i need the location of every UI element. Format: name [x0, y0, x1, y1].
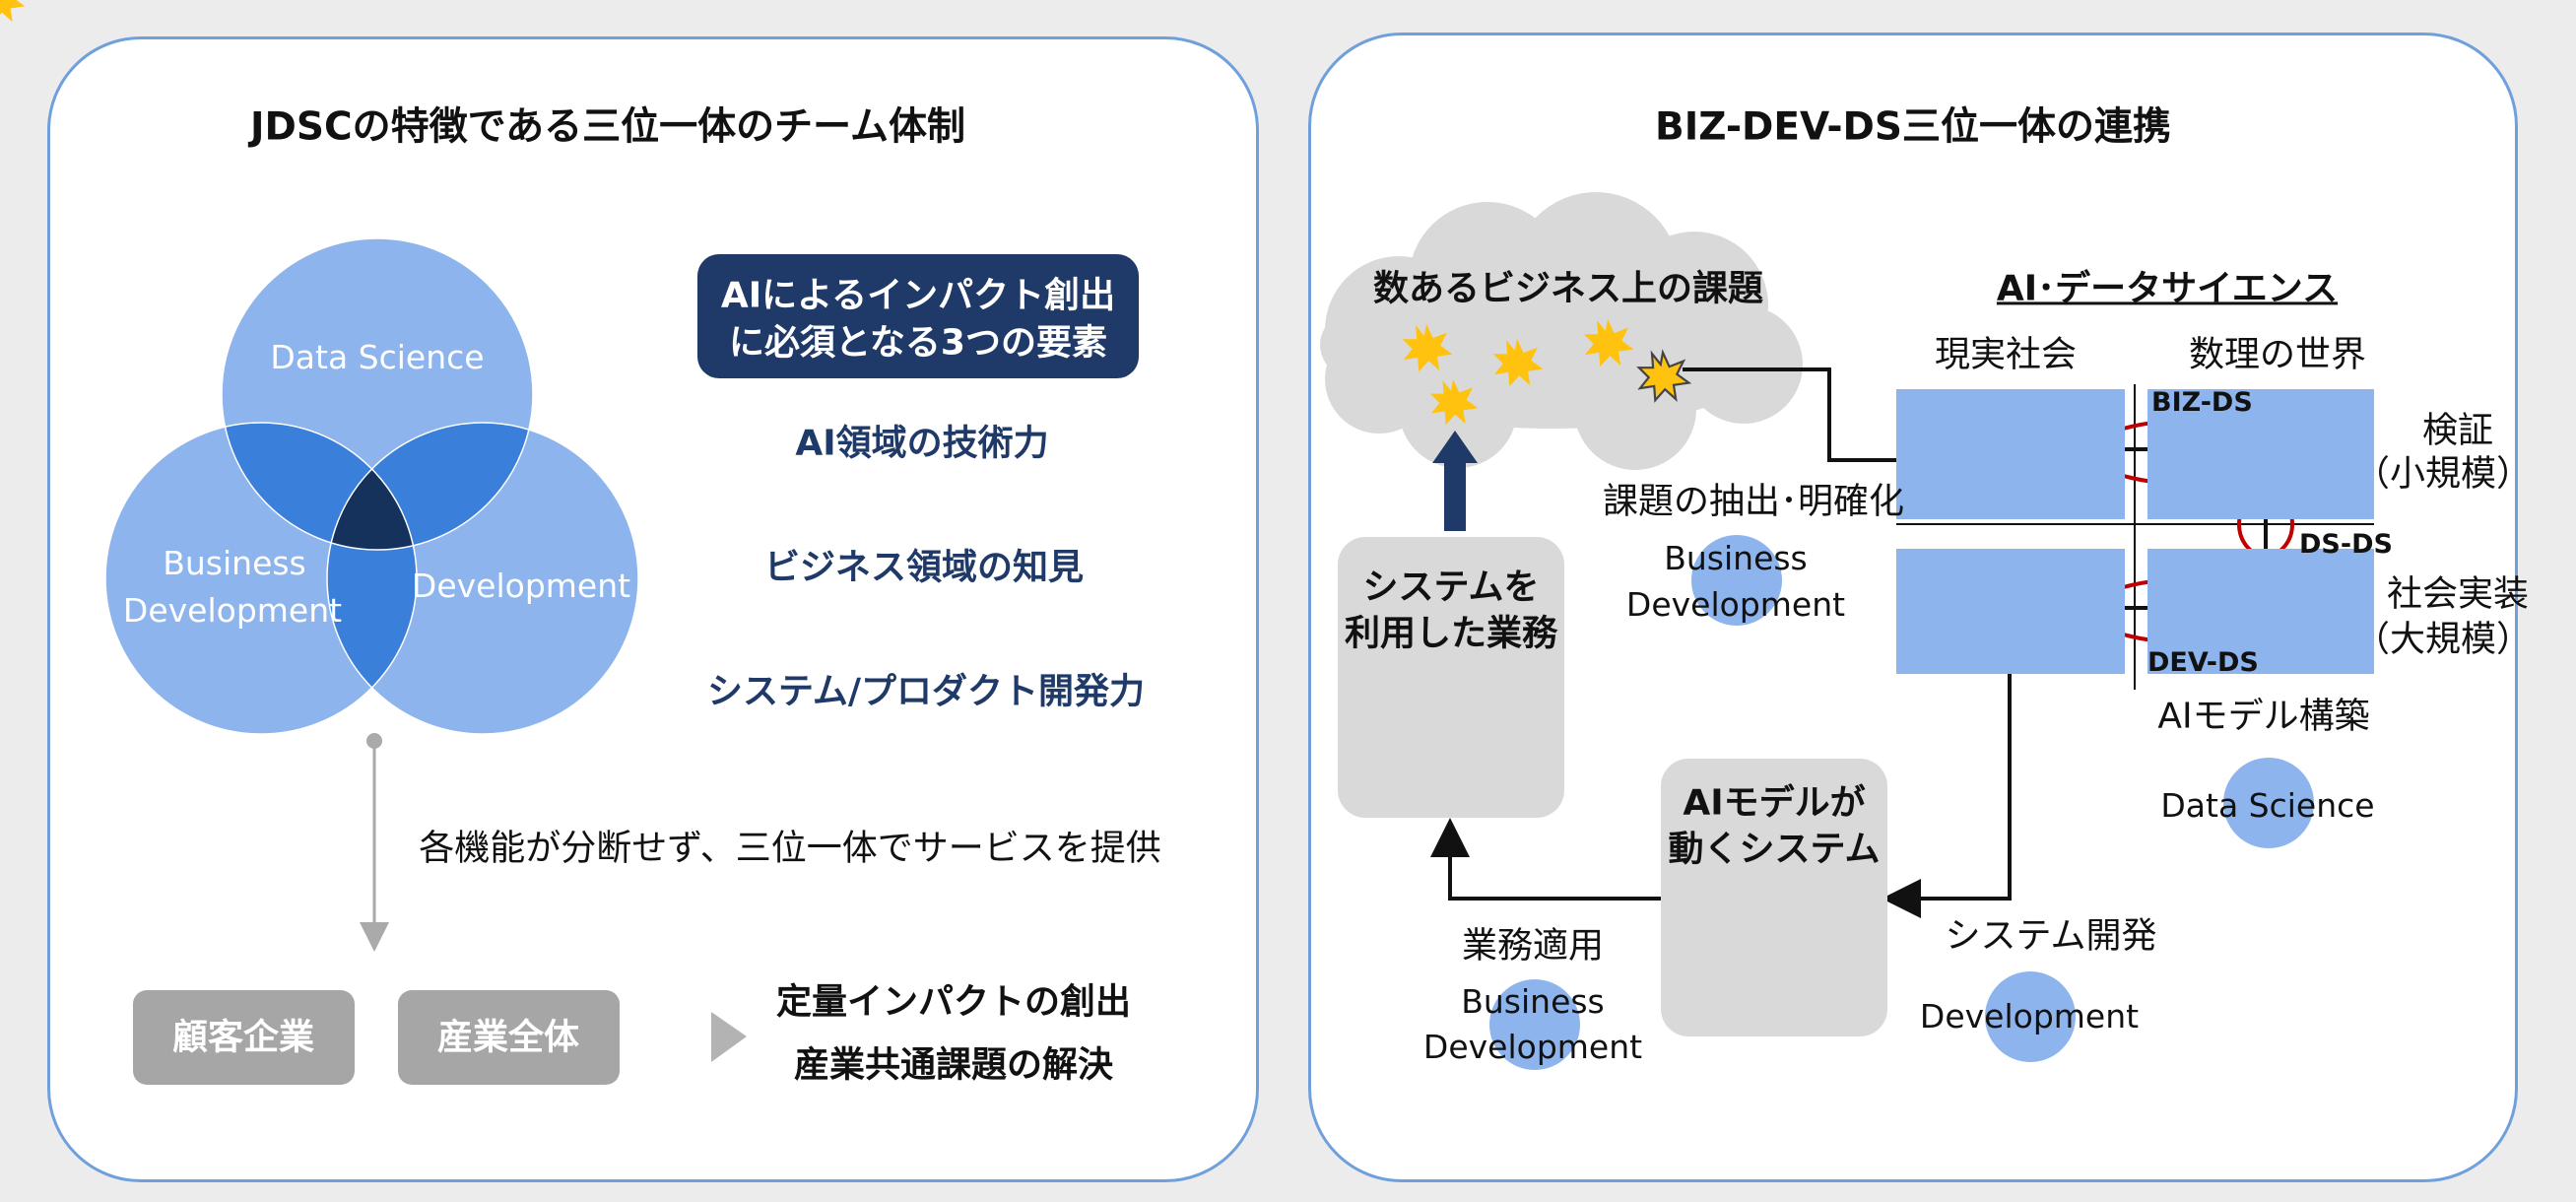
customer-box [133, 990, 355, 1085]
bd2-line2: Development [1422, 1028, 1643, 1067]
bd2-line1: Business [1461, 982, 1605, 1022]
industry-box-label: 産業全体 [436, 1017, 580, 1058]
venn-label-development: Development [411, 567, 631, 606]
elements-box [697, 254, 1139, 378]
ai-model-box-line1: AIモデルが [1683, 782, 1866, 824]
ai-model-box-line2: 動くシステム [1668, 829, 1881, 870]
bd1-line1: Business [1664, 539, 1808, 578]
element-ai-tech: AI領域の技術力 [795, 423, 1049, 464]
quadrant-real-verify [1896, 389, 2125, 519]
cloud-shape [1320, 192, 1803, 470]
bd1-dot [1691, 535, 1782, 626]
quadrant-real-social [1896, 549, 2125, 674]
verify-line1: 検証 [2421, 410, 2494, 451]
up-arrow-icon [1432, 431, 1478, 531]
element-system-dev: システム/プロダクト開発力 [706, 671, 1146, 712]
elements-box-line1: AIによるインパクト創出 [720, 275, 1116, 316]
element-business-knowledge: ビジネス領域の知見 [763, 547, 1085, 588]
dev-ds-label: DEV-DS [2147, 647, 2259, 678]
ai-model-box [1661, 759, 1887, 1036]
business-apply-label: 業務適用 [1461, 925, 1605, 967]
elements-box-line2: に必須となる3つの要素 [729, 322, 1107, 364]
venn-diagram [104, 237, 639, 735]
math-world-label: 数理の世界 [2188, 334, 2367, 375]
star-burst-icon [0, 0, 26, 23]
real-society-label: 現実社会 [1934, 334, 2078, 375]
venn-label-data-science: Data Science [270, 338, 485, 377]
bd1-line2: Development [1625, 585, 1846, 625]
biz-ds-label: BIZ-DS [2151, 387, 2253, 418]
ds-label: Data Science [2160, 786, 2375, 826]
ai-ds-heading: AI･データサイエンス [1996, 268, 2339, 309]
problem-arrow [1683, 367, 1963, 480]
right-title: BIZ-DEV-DS三位一体の連携 [1654, 104, 2172, 150]
play-triangle-icon [711, 1012, 747, 1062]
system-dev-arrow [1882, 673, 2012, 918]
extraction-label: 課題の抽出･明確化 [1602, 481, 1905, 522]
business-apply-arrow [1430, 818, 1661, 901]
dev-label: Development [1919, 997, 2140, 1036]
bd2-dot [1489, 979, 1580, 1070]
ds-dot [2223, 758, 2314, 848]
quadrant-math-verify [2147, 389, 2374, 519]
result-line2: 産業共通課題の解決 [793, 1044, 1114, 1086]
system-box-line1: システムを [1362, 567, 1540, 608]
ds-ds-label: DS-DS [2299, 529, 2393, 560]
verify-line2: （小規模） [2353, 453, 2533, 495]
venn-label-business-line2: Development [122, 591, 343, 631]
left-title: JDSCの特徴である三位一体のチーム体制 [249, 104, 966, 150]
dev-dot [1985, 971, 2076, 1062]
social-line2: （大規模） [2353, 619, 2533, 660]
system-dev-label: システム開発 [1945, 915, 2157, 957]
system-box-line2: 利用した業務 [1344, 613, 1558, 654]
result-line1: 定量インパクトの創出 [775, 981, 1132, 1023]
system-usage-box [1338, 537, 1564, 818]
ai-model-build-label: AIモデル構築 [2157, 696, 2370, 737]
social-line1: 社会実装 [2386, 573, 2530, 615]
quadrant-math-social [2147, 549, 2374, 674]
cloud-title: 数あるビジネス上の課題 [1372, 268, 1764, 309]
customer-box-label: 顧客企業 [171, 1017, 315, 1058]
flow-text: 各機能が分断せず、三位一体でサービスを提供 [419, 828, 1161, 869]
industry-box [398, 990, 620, 1085]
venn-label-business-line1: Business [163, 544, 306, 583]
